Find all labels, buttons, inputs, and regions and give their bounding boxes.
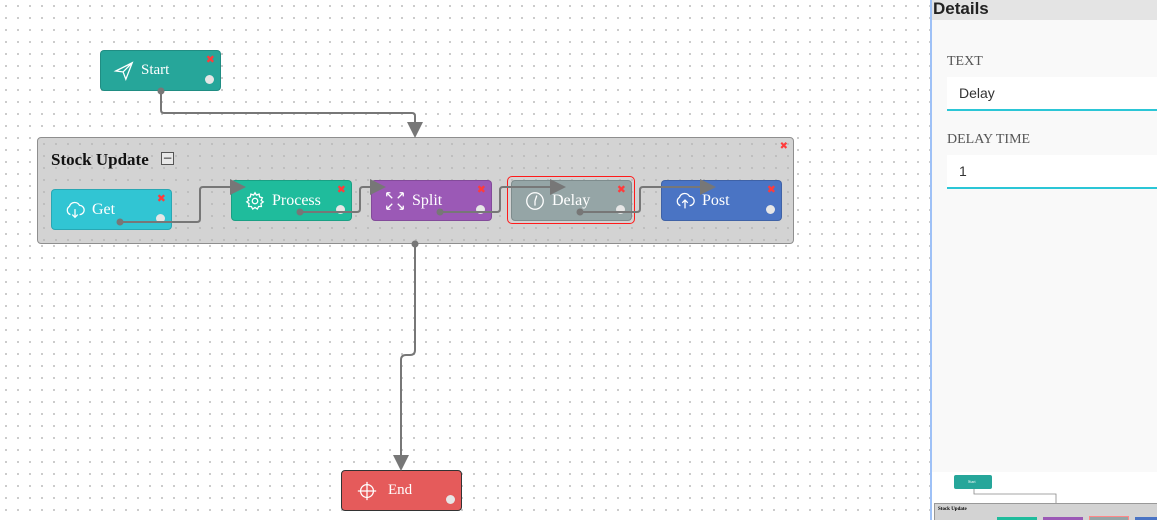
link-start-group [160,90,423,138]
crosshair-icon [357,481,377,500]
flow-canvas[interactable]: Start ✖ Stock Update − ✖ Get ✖ Process ✖… [0,0,930,520]
end-node[interactable]: End [341,470,462,511]
node-process[interactable]: Process ✖ [231,180,352,221]
node-label: Post [702,191,730,209]
minimap-start-label: Start [968,479,976,484]
output-port[interactable] [336,205,345,214]
minimap-group-label: Stock Update [938,507,967,512]
minimap-start: Start [954,475,992,489]
start-node[interactable]: Start ✖ [100,50,221,91]
expand-arrows-icon [386,191,404,210]
minimap-links [973,489,1057,503]
delete-icon[interactable]: ✖ [616,183,626,196]
delete-icon[interactable]: ✖ [476,183,486,196]
delete-icon[interactable]: ✖ [205,53,215,66]
details-panel: Details TEXT DELAY TIME Start Stock Upda… [930,0,1157,520]
node-split[interactable]: Split ✖ [371,180,492,221]
output-port[interactable] [156,214,165,223]
cloud-upload-icon [676,192,695,208]
delay-time-label: DELAY TIME [947,132,1031,147]
cloud-download-icon [66,201,85,218]
start-label: Start [141,62,170,78]
delete-icon[interactable]: ✖ [336,183,346,196]
collapse-button[interactable]: − [161,151,174,165]
node-label: Get [92,200,116,218]
text-label: TEXT [947,54,983,69]
text-input[interactable] [947,77,1157,111]
output-port[interactable] [205,75,214,84]
minimap-group: Stock Update [934,503,1157,520]
node-post[interactable]: Post ✖ [661,180,782,221]
delete-icon[interactable]: ✖ [156,192,166,205]
output-port[interactable] [766,205,775,214]
output-port[interactable] [616,205,625,214]
node-label: Process [272,191,321,209]
node-label: Delay [552,191,591,209]
output-port[interactable] [476,205,485,214]
node-delay[interactable]: Delay ✖ [511,180,632,221]
details-title: Details [932,0,1157,20]
delay-time-input[interactable] [947,155,1157,189]
node-get[interactable]: Get ✖ [51,189,172,230]
output-port[interactable] [446,495,455,504]
end-label: End [388,482,413,498]
delete-icon[interactable]: ✖ [779,141,788,152]
clock-icon [526,191,544,210]
delete-icon[interactable]: ✖ [766,183,776,196]
minimap[interactable]: Start Stock Update [932,472,1157,520]
gear-icon [245,191,265,210]
link-group-end [393,244,416,471]
group-title: Stock Update [51,150,149,169]
send-icon [113,60,134,81]
node-label: Split [412,191,443,209]
